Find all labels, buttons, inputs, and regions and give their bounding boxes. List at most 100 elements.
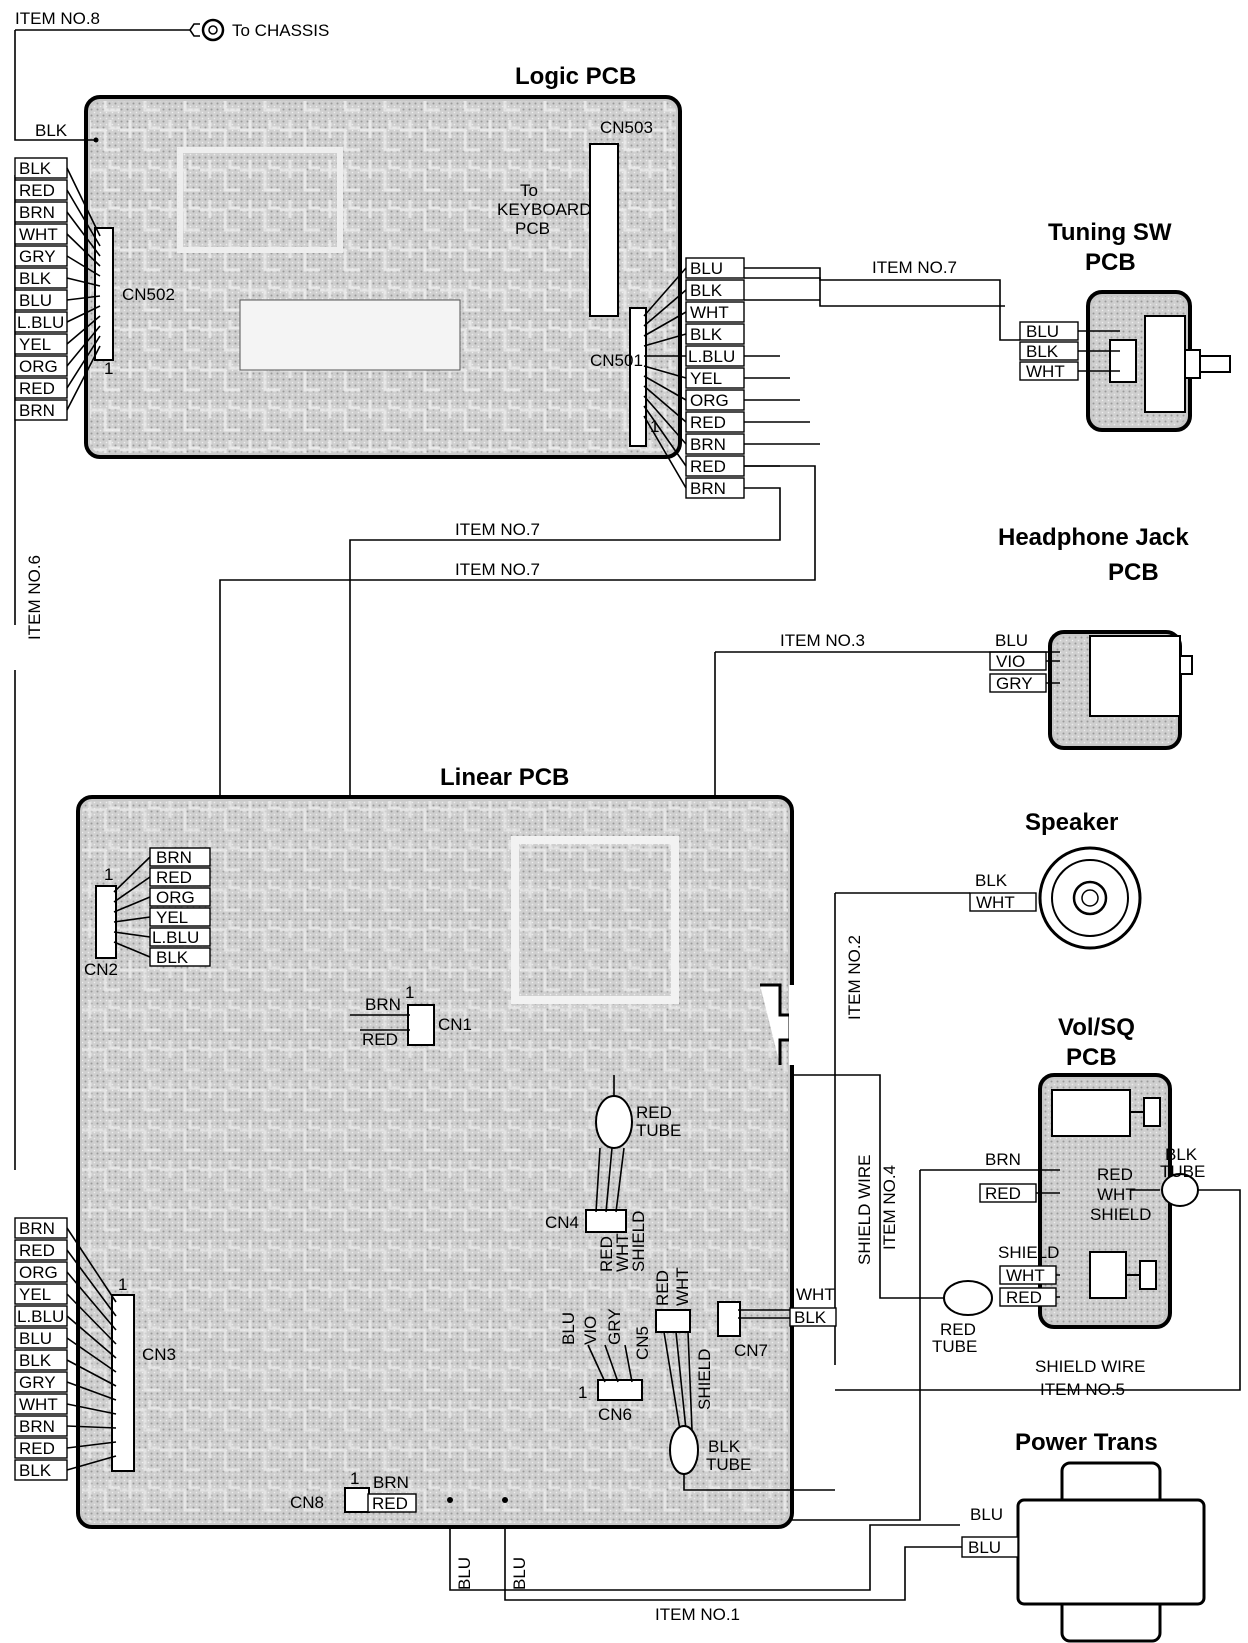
svg-text:BLK: BLK — [19, 1351, 52, 1370]
svg-text:WHT: WHT — [1097, 1185, 1136, 1204]
speaker-icon — [1038, 846, 1142, 950]
cn6-wire-vio: VIO — [581, 1316, 600, 1345]
svg-text:BRN: BRN — [19, 203, 55, 222]
svg-text:RED: RED — [19, 1439, 55, 1458]
svg-text:YEL: YEL — [19, 335, 51, 354]
svg-text:BLK: BLK — [19, 269, 52, 288]
logic-pcb — [84, 95, 682, 459]
blk-tube-2: TUBE — [706, 1455, 751, 1474]
blk-tube-r2: TUBE — [1160, 1162, 1205, 1181]
cn2-label: CN2 — [84, 960, 118, 979]
svg-text:WHT: WHT — [1026, 362, 1065, 381]
tuning-sw-pcb — [1086, 290, 1231, 432]
svg-text:BRN: BRN — [19, 1219, 55, 1238]
cn8-wires: BRN RED — [367, 1473, 417, 1513]
cn4-wire-red: RED — [597, 1236, 616, 1272]
svg-text:RED: RED — [19, 1241, 55, 1260]
cn3-wires: BRN RED ORG YEL L.BLU BLU BLK GRY WHT BR… — [14, 1217, 117, 1481]
blk-tube-r1: BLK — [1165, 1145, 1198, 1164]
volsq-wires: BRN RED RED WHT SHIELD SHIELD WHT RED — [414, 1074, 1241, 1521]
svg-text:BLU: BLU — [690, 259, 723, 278]
speaker-wires: BLK WHT — [834, 871, 1037, 1365]
cn503-connector — [589, 143, 619, 317]
svg-text:BRN: BRN — [373, 1473, 409, 1492]
svg-text:SHIELD: SHIELD — [1090, 1205, 1151, 1224]
cn503-label: CN503 — [600, 118, 653, 137]
svg-text:L.BLU: L.BLU — [17, 1307, 64, 1326]
svg-text:L.BLU: L.BLU — [152, 928, 199, 947]
keyboard-note-3: PCB — [515, 219, 550, 238]
svg-text:GRY: GRY — [996, 674, 1033, 693]
svg-text:RED: RED — [156, 868, 192, 887]
svg-text:YEL: YEL — [19, 1285, 51, 1304]
speaker-title: Speaker — [1025, 809, 1118, 836]
svg-text:BLU: BLU — [970, 1505, 1003, 1524]
cn5-connector — [655, 1309, 691, 1333]
svg-text:BRN: BRN — [985, 1150, 1021, 1169]
svg-text:RED: RED — [19, 181, 55, 200]
cn7-label: CN7 — [734, 1341, 768, 1360]
cn501-label: CN501 — [590, 351, 643, 370]
svg-text:VIO: VIO — [996, 652, 1025, 671]
headphone-title-2: PCB — [1108, 559, 1159, 586]
svg-text:RED: RED — [362, 1030, 398, 1049]
headphone-wires: BLU VIO GRY — [714, 631, 1060, 1120]
item7b-label: ITEM NO.7 — [455, 560, 540, 579]
svg-text:BRN: BRN — [365, 995, 401, 1014]
blk-tube-1: BLK — [708, 1437, 741, 1456]
cn6-wire-gry: GRY — [605, 1308, 624, 1345]
svg-text:BLU: BLU — [19, 1329, 52, 1348]
red-tube-b2: TUBE — [932, 1337, 977, 1356]
cn4-connector — [585, 1209, 627, 1233]
keyboard-note-1: To — [520, 181, 538, 200]
svg-text:GRY: GRY — [19, 1373, 56, 1392]
linear-pcb — [76, 795, 795, 1529]
red-tube-2: TUBE — [636, 1121, 681, 1140]
cn8-connector — [344, 1487, 370, 1513]
svg-text:BLK: BLK — [975, 871, 1008, 890]
svg-text:WHT: WHT — [19, 1395, 58, 1414]
svg-text:RED: RED — [690, 457, 726, 476]
svg-text:BLK: BLK — [794, 1308, 827, 1327]
cn502-pin1: 1 — [104, 359, 113, 378]
cn6-connector — [597, 1379, 643, 1401]
red-tube-b1: RED — [940, 1320, 976, 1339]
cn7-wires: WHT BLK — [738, 1285, 837, 1327]
shield-wire-b: SHIELD WIRE — [1035, 1357, 1146, 1376]
cn1-connector — [407, 1004, 435, 1046]
item3-label: ITEM NO.3 — [780, 631, 865, 650]
svg-text:ORG: ORG — [690, 391, 729, 410]
svg-text:BLK: BLK — [1026, 342, 1059, 361]
svg-text:RED: RED — [985, 1184, 1021, 1203]
svg-text:WHT: WHT — [690, 303, 729, 322]
svg-text:BRN: BRN — [19, 1417, 55, 1436]
item2-label: ITEM NO.2 — [845, 935, 864, 1020]
svg-text:BLK: BLK — [19, 159, 52, 178]
svg-text:BRN: BRN — [156, 848, 192, 867]
chassis-wire-blk: BLK — [35, 121, 68, 140]
volsq-title-1: Vol/SQ — [1058, 1014, 1135, 1041]
cn501-pin1: 1 — [650, 417, 659, 436]
svg-text:WHT: WHT — [976, 893, 1015, 912]
svg-text:L.BLU: L.BLU — [688, 347, 735, 366]
svg-text:BRN: BRN — [690, 479, 726, 498]
svg-text:RED: RED — [1006, 1288, 1042, 1307]
cn1-pin1: 1 — [405, 983, 414, 1002]
cn3-label: CN3 — [142, 1345, 176, 1364]
power-title: Power Trans — [1015, 1429, 1158, 1456]
svg-text:YEL: YEL — [156, 908, 188, 927]
volsq-title-2: PCB — [1066, 1044, 1117, 1071]
cn502-wires: BLK RED BRN WHT GRY BLK BLU L.BLU YEL OR… — [14, 157, 101, 1170]
svg-text:BRN: BRN — [19, 401, 55, 420]
svg-text:RED: RED — [690, 413, 726, 432]
cn3-pin1: 1 — [118, 1275, 127, 1294]
item4-label: ITEM NO.4 — [880, 1165, 899, 1250]
cn5-label: CN5 — [633, 1326, 652, 1360]
svg-text:BLK: BLK — [690, 325, 723, 344]
linear-blu-2: BLU — [510, 1557, 529, 1590]
cn501-connector — [629, 307, 647, 447]
volsq-pcb — [1038, 1073, 1172, 1329]
cn8-label: CN8 — [290, 1493, 324, 1512]
cn4-label: CN4 — [545, 1213, 579, 1232]
cn2-connector — [95, 885, 117, 959]
